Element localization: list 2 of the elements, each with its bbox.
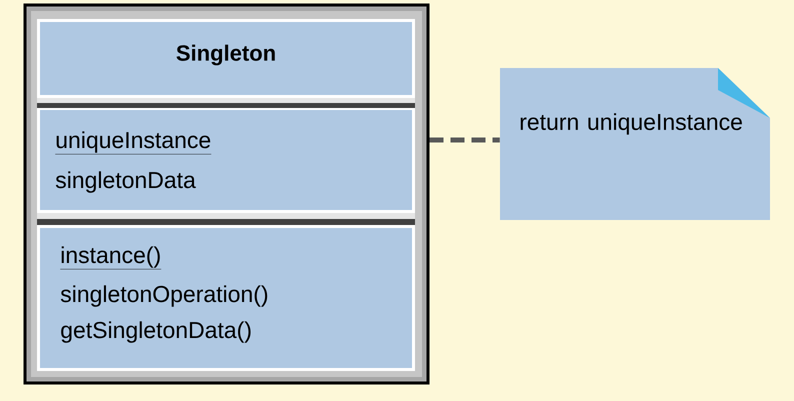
class-box: Singleton uniqueInstance singletonData instance() singletonOperation() getSingletonData()	[24, 4, 430, 384]
dashed-line	[430, 138, 500, 142]
